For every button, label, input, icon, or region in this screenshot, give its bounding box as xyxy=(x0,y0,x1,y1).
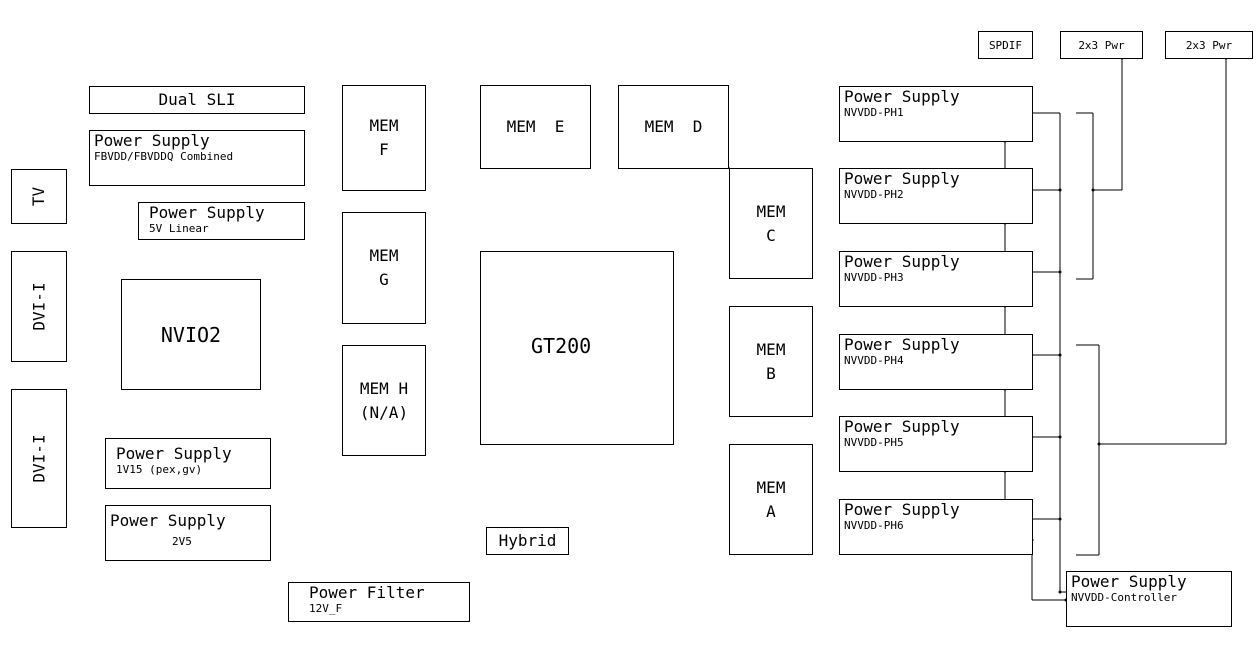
power-supply-title: Power Supply xyxy=(844,169,960,188)
power-supply-nvvdd-ph5: Power Supply NVVDD-PH5 xyxy=(839,416,1033,472)
power-supply-nvvdd-ph6: Power Supply NVVDD-PH6 xyxy=(839,499,1033,555)
power-supply-nvvdd-ph3: Power Supply NVVDD-PH3 xyxy=(839,251,1033,307)
gt200-gpu: GT200 xyxy=(480,251,674,445)
power-supply-1v15: Power Supply 1V15 (pex,gv) xyxy=(105,438,271,489)
mem-a-chip: MEM A xyxy=(729,444,813,555)
power-supply-subtitle: FBVDD/FBVDDQ Combined xyxy=(94,150,234,163)
power-supply-subtitle: NVVDD-PH5 xyxy=(844,436,904,449)
power-supply-title: Power Supply xyxy=(94,131,210,150)
mem-d-chip: MEM D xyxy=(618,85,729,169)
power-supply-nvvdd-ph2: Power Supply NVVDD-PH2 xyxy=(839,168,1033,224)
mem-g-chip: MEM G xyxy=(342,212,426,324)
power-supply-title: Power Supply xyxy=(149,203,265,222)
mem-b-chip: MEM B xyxy=(729,306,813,417)
power-connector-a: 2x3 Pwr xyxy=(1060,31,1143,59)
power-supply-fbvdd: Power Supply FBVDD/FBVDDQ Combined xyxy=(89,130,305,186)
tv-connector: TV xyxy=(11,169,67,224)
power-filter-subtitle: 12V_F xyxy=(309,602,343,615)
power-supply-subtitle: NVVDD-PH3 xyxy=(844,271,904,284)
mem-h-chip: MEM H (N/A) xyxy=(342,345,426,456)
power-supply-2v5: Power Supply 2V5 xyxy=(105,505,271,561)
power-supply-title: Power Supply xyxy=(844,87,960,106)
dvi-connector-1: DVI-I xyxy=(11,251,67,362)
power-supply-title: Power Supply xyxy=(1071,572,1187,591)
power-supply-nvvdd-ph4: Power Supply NVVDD-PH4 xyxy=(839,334,1033,390)
power-supply-title: Power Supply xyxy=(844,252,960,271)
gt200-label: GT200 xyxy=(531,334,592,358)
power-supply-subtitle: 5V Linear xyxy=(149,222,209,235)
hybrid-block: Hybrid xyxy=(486,527,569,555)
mem-c-chip: MEM C xyxy=(729,168,813,279)
power-supply-subtitle: NVVDD-PH2 xyxy=(844,188,904,201)
junction-dot xyxy=(1058,435,1062,439)
power-supply-nvvdd-controller: Power Supply NVVDD-Controller xyxy=(1066,571,1232,627)
junction-dot xyxy=(1097,442,1101,446)
power-supply-title: Power Supply xyxy=(844,417,960,436)
power-supply-title: Power Supply xyxy=(844,500,960,519)
power-supply-title: Power Supply xyxy=(110,511,226,530)
mem-e-chip: MEM E xyxy=(480,85,591,169)
power-supply-5v-linear: Power Supply 5V Linear xyxy=(138,202,305,240)
power-filter-title: Power Filter xyxy=(309,583,425,602)
dvi-label: DVI-I xyxy=(29,434,49,483)
power-supply-title: Power Supply xyxy=(116,444,232,463)
power-supply-subtitle: NVVDD-Controller xyxy=(1071,591,1177,604)
junction-dot xyxy=(1058,590,1062,594)
dvi-label: DVI-I xyxy=(29,282,49,331)
power-supply-nvvdd-ph1: Power Supply NVVDD-PH1 xyxy=(839,86,1033,142)
junction-dot xyxy=(1058,353,1062,357)
power-supply-subtitle: 1V15 (pex,gv) xyxy=(116,463,203,476)
power-supply-subtitle: NVVDD-PH4 xyxy=(844,354,904,367)
spdif-connector: SPDIF xyxy=(978,31,1033,59)
junction-dot xyxy=(1058,517,1062,521)
power-filter-12v: Power Filter 12V_F xyxy=(288,582,470,622)
mem-f-chip: MEM F xyxy=(342,85,426,191)
power-supply-subtitle: NVVDD-PH1 xyxy=(844,106,904,119)
junction-dot xyxy=(1091,188,1095,192)
power-supply-subtitle: 2V5 xyxy=(172,535,192,548)
power-supply-subtitle: NVVDD-PH6 xyxy=(844,519,904,532)
junction-dot xyxy=(1058,188,1062,192)
nvio2-chip: NVIO2 xyxy=(121,279,261,390)
tv-label: TV xyxy=(29,186,49,207)
dvi-connector-2: DVI-I xyxy=(11,389,67,528)
power-supply-title: Power Supply xyxy=(844,335,960,354)
power-connector-b: 2x3 Pwr xyxy=(1165,31,1253,59)
dual-sli-block: Dual SLI xyxy=(89,86,305,114)
junction-dot xyxy=(1058,270,1062,274)
